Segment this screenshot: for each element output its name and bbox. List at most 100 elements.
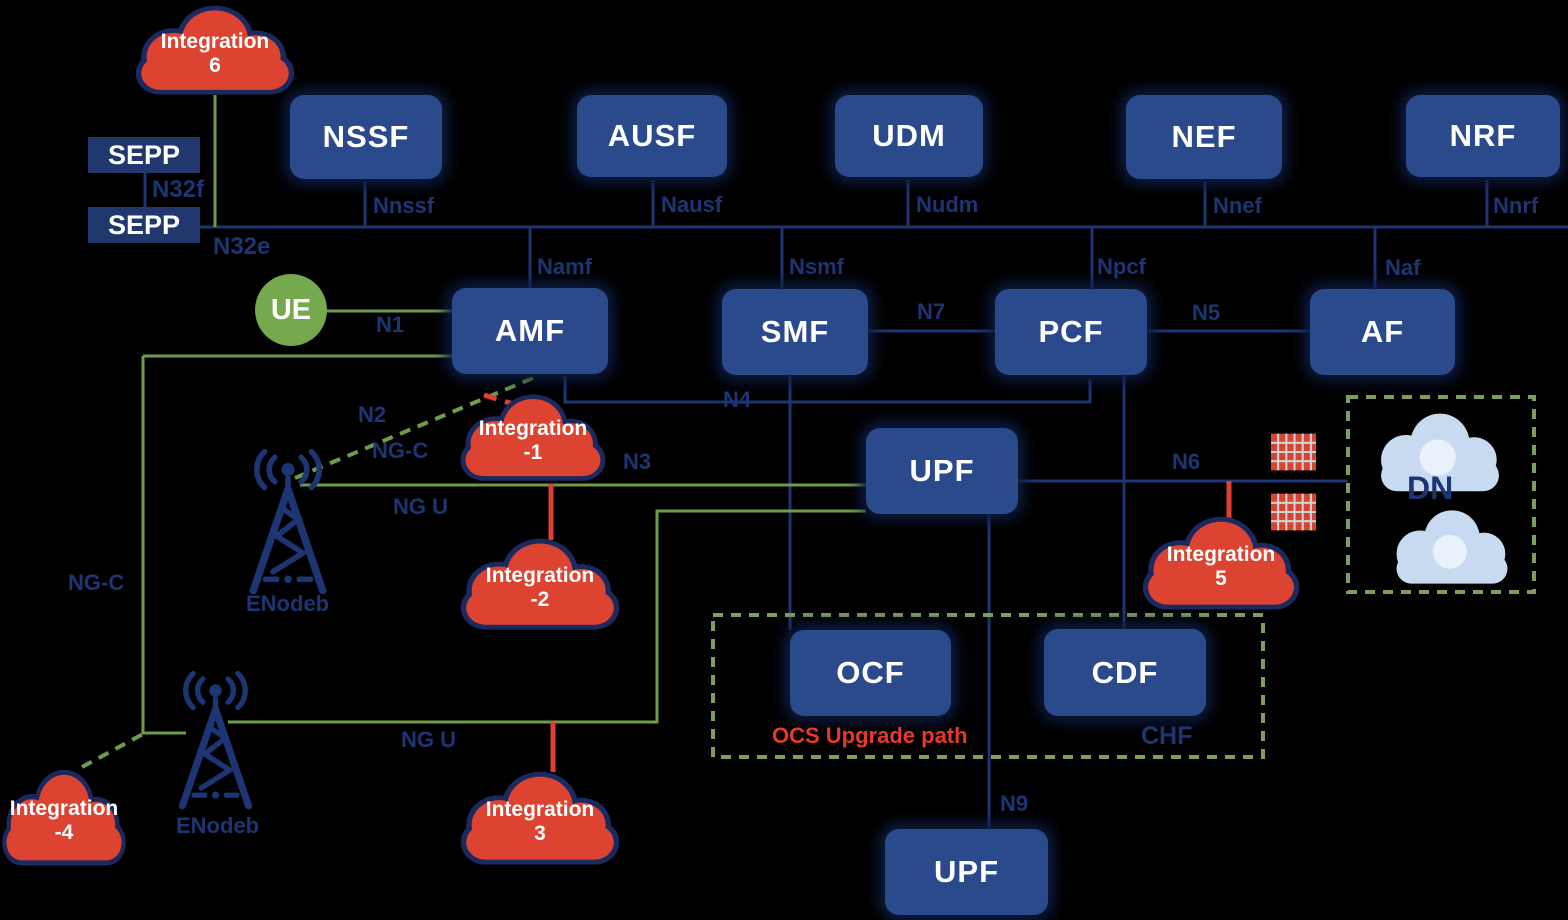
- node-sepp-bottom-label: SEPP: [107, 209, 181, 240]
- node-ocf: OCF: [790, 630, 951, 716]
- interface-label-npcf: Npcf: [1097, 254, 1146, 279]
- cloud-text-line: Integration: [160, 29, 270, 53]
- cell-tower-icon-svg: [249, 448, 327, 595]
- node-upf-bottom-label: UPF: [934, 854, 999, 889]
- cloud-text-line: -4: [54, 821, 74, 844]
- interface-label-nnef: Nnef: [1213, 193, 1262, 218]
- dn-boundary-box: [1346, 395, 1536, 594]
- node-smf-label: SMF: [760, 314, 830, 349]
- cell-tower-icon: [238, 448, 338, 598]
- interface-label-ngu-top: NG U: [393, 494, 448, 519]
- node-smf: SMF: [722, 289, 868, 375]
- cloud-icon: [460, 538, 620, 630]
- interface-label-ngu-bottom: NG U: [401, 727, 456, 752]
- cloud-text-line: -1: [523, 441, 543, 464]
- node-nssf: NSSF: [290, 95, 442, 179]
- node-sepp-bottom: SEPP: [88, 207, 200, 243]
- interface-label-n4: N4: [723, 387, 752, 412]
- interface-label-n2: N2: [358, 402, 387, 427]
- interface-label-nsmf: Nsmf: [789, 254, 845, 279]
- interface-label-n9: N9: [1000, 791, 1029, 816]
- node-ocf-label: OCF: [836, 655, 905, 690]
- n4-line: [563, 375, 1092, 404]
- interface-label-namf: Namf: [537, 254, 593, 279]
- interface-label-ngc-left: NG-C: [68, 570, 125, 595]
- node-af: AF: [1310, 289, 1455, 375]
- cell-tower-icon: [168, 670, 263, 813]
- interface-label-n7: N7: [917, 299, 946, 324]
- cloud-integration-1: Integration-1: [458, 391, 608, 483]
- cloud-icon: [460, 771, 620, 865]
- node-upf-bottom: UPF: [885, 829, 1048, 915]
- node-af-label: AF: [1360, 314, 1405, 349]
- node-upf: UPF: [866, 428, 1018, 514]
- dn-cloud-top: [1372, 408, 1508, 498]
- node-ausf-label: AUSF: [607, 118, 697, 153]
- node-amf: AMF: [452, 288, 608, 374]
- cell-tower-icon-svg: [178, 670, 253, 810]
- cloud-icon: [1142, 516, 1300, 610]
- node-cdf-label: CDF: [1091, 654, 1159, 690]
- cloud-integration-2-text: Integration-2: [458, 535, 622, 632]
- firewall-grid-icon-svg: [1271, 493, 1316, 531]
- node-ausf: AUSF: [577, 95, 727, 177]
- integration4-dashed-line: [81, 732, 144, 769]
- cloud-icon: [1381, 413, 1499, 492]
- interface-label-nnrf: Nnrf: [1493, 193, 1539, 218]
- ocs-boundary-box: [711, 613, 1265, 759]
- node-sepp-top: SEPP: [88, 137, 200, 173]
- node-amf-label: AMF: [494, 313, 566, 348]
- node-nssf-label: NSSF: [322, 119, 410, 154]
- interface-label-n6: N6: [1172, 449, 1201, 474]
- interface-label-n1: N1: [376, 312, 405, 337]
- node-sepp-top-label: SEPP: [107, 139, 181, 170]
- firewall-grid-icon: [1271, 493, 1316, 531]
- interface-label-n5: N5: [1192, 300, 1221, 325]
- chf-label: CHF: [1141, 722, 1193, 750]
- cloud-text-line: Integration: [485, 797, 595, 821]
- n2-dashed-line: [294, 376, 534, 480]
- interface-label-ngc-amf: NG-C: [372, 438, 429, 463]
- interface-label-n3: N3: [623, 449, 652, 474]
- cloud-integration-1-text: Integration-1: [458, 391, 608, 483]
- cloud-icon: [460, 394, 606, 481]
- node-udm: UDM: [835, 95, 983, 177]
- node-cdf: CDF: [1044, 629, 1206, 716]
- firewall-grid-icon-svg: [1271, 433, 1316, 471]
- ocs-upgrade-path-label: OCS Upgrade path: [772, 723, 968, 748]
- cloud-text-line: Integration: [485, 563, 595, 587]
- node-pcf: PCF: [995, 289, 1147, 375]
- cloud-integration-4: Integration-4: [0, 766, 128, 868]
- amf-red-dashed-line: [483, 392, 527, 411]
- enodeb-bottom-label: ENodeb: [176, 813, 260, 838]
- node-ue: UE: [255, 274, 327, 346]
- cloud-text-line: -2: [530, 587, 550, 611]
- cloud-text-line: Integration: [478, 417, 588, 440]
- dn-label: DN: [1407, 470, 1454, 506]
- cloud-icon: [135, 5, 295, 95]
- enodeb-top-label: ENodeb: [246, 591, 330, 616]
- cloud-icon: [1396, 510, 1508, 584]
- cloud-text-line: Integration: [9, 797, 119, 820]
- cloud-text-line: Integration: [1166, 542, 1276, 566]
- cloud-integration-2: Integration-2: [458, 535, 622, 632]
- firewall-grid-icon: [1271, 433, 1316, 471]
- node-nrf: NRF: [1406, 95, 1560, 177]
- interface-label-nnssf: Nnssf: [373, 193, 435, 218]
- node-upf-label: UPF: [909, 453, 975, 488]
- node-pcf-label: PCF: [1038, 314, 1104, 349]
- ngu-bottom-line: [228, 509, 866, 724]
- dn-cloud-bottom: [1388, 505, 1516, 590]
- cloud-text-line: 3: [534, 821, 546, 845]
- interface-label-n32f: N32f: [152, 176, 205, 203]
- cloud-text-line: 5: [1215, 566, 1227, 590]
- node-nef: NEF: [1126, 95, 1282, 179]
- interface-label-n32e: N32e: [213, 233, 271, 260]
